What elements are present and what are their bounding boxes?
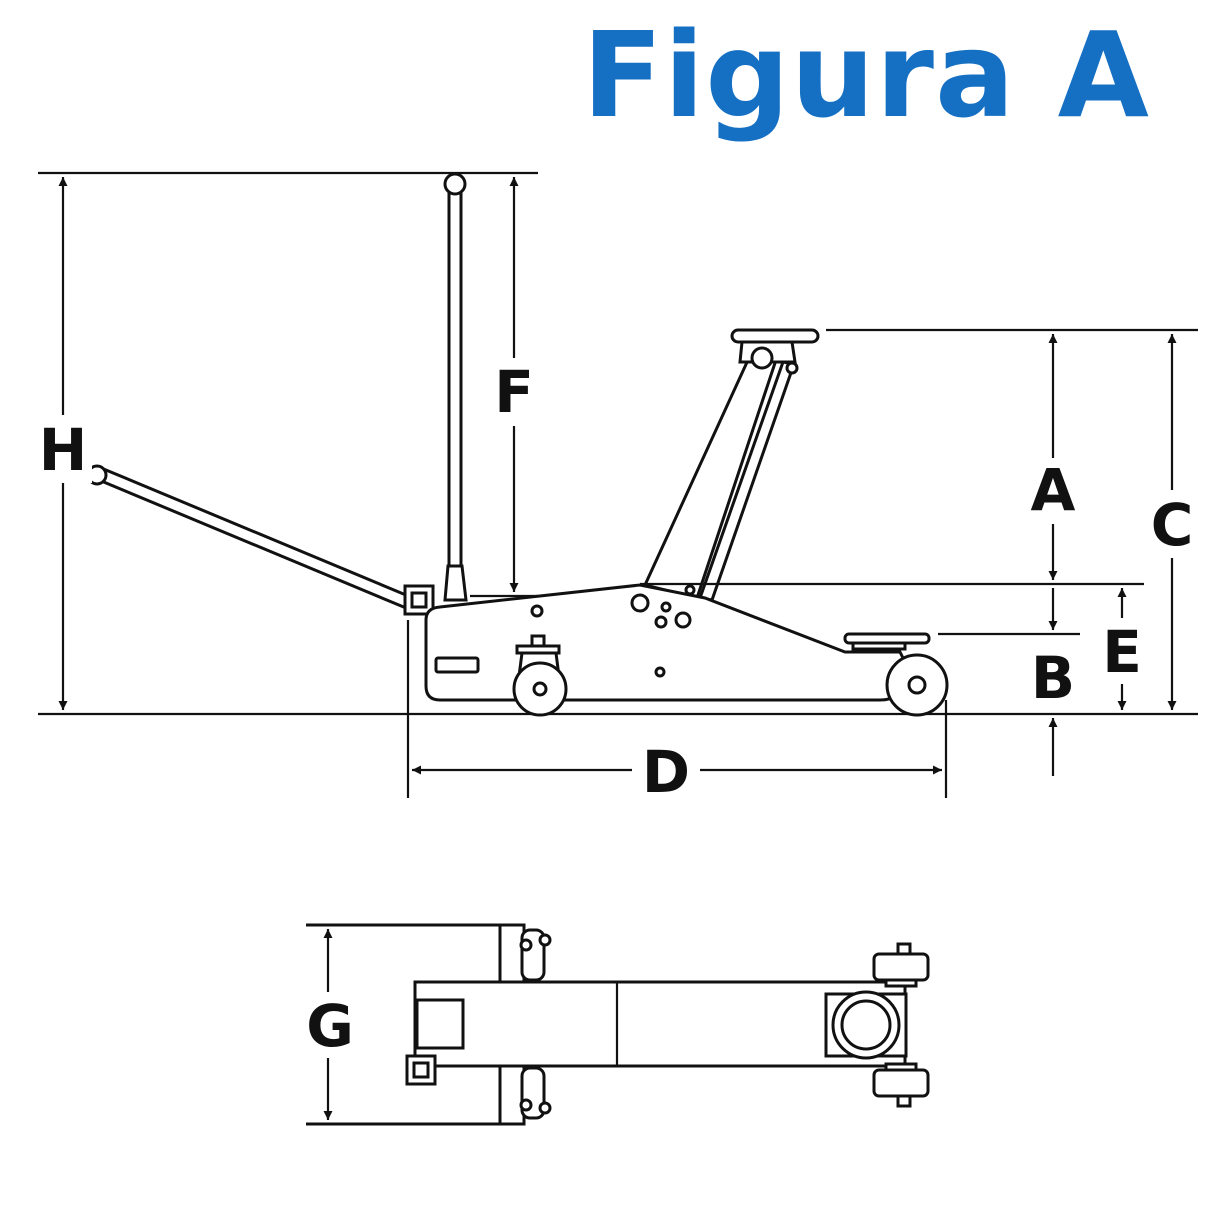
- front-wheel: [885, 653, 949, 717]
- label-d: D: [642, 738, 690, 806]
- swivel-caster: [512, 634, 568, 717]
- jack-side-view: [34, 171, 1200, 804]
- lowered-saddle: [843, 632, 931, 651]
- label-e: E: [1102, 618, 1142, 686]
- label-a: A: [1031, 456, 1076, 524]
- front-wheel-top-lower: [872, 1068, 930, 1098]
- label-b: B: [1031, 644, 1075, 712]
- top-frame: [413, 980, 907, 1068]
- handle-socket: [403, 584, 435, 616]
- front-wheel-top-upper: [872, 952, 930, 982]
- label-c: C: [1151, 491, 1194, 559]
- jack-top-view: [304, 923, 930, 1126]
- figure-title: Figura A: [582, 6, 1150, 144]
- angled-handle: [86, 464, 420, 612]
- jack-chassis: [424, 583, 912, 702]
- vertical-handle: [443, 172, 468, 602]
- chassis-label-plate: [434, 656, 480, 674]
- label-g: G: [306, 992, 354, 1060]
- lift-arm: [642, 328, 820, 602]
- label-f: F: [494, 358, 534, 426]
- label-h: H: [39, 416, 88, 484]
